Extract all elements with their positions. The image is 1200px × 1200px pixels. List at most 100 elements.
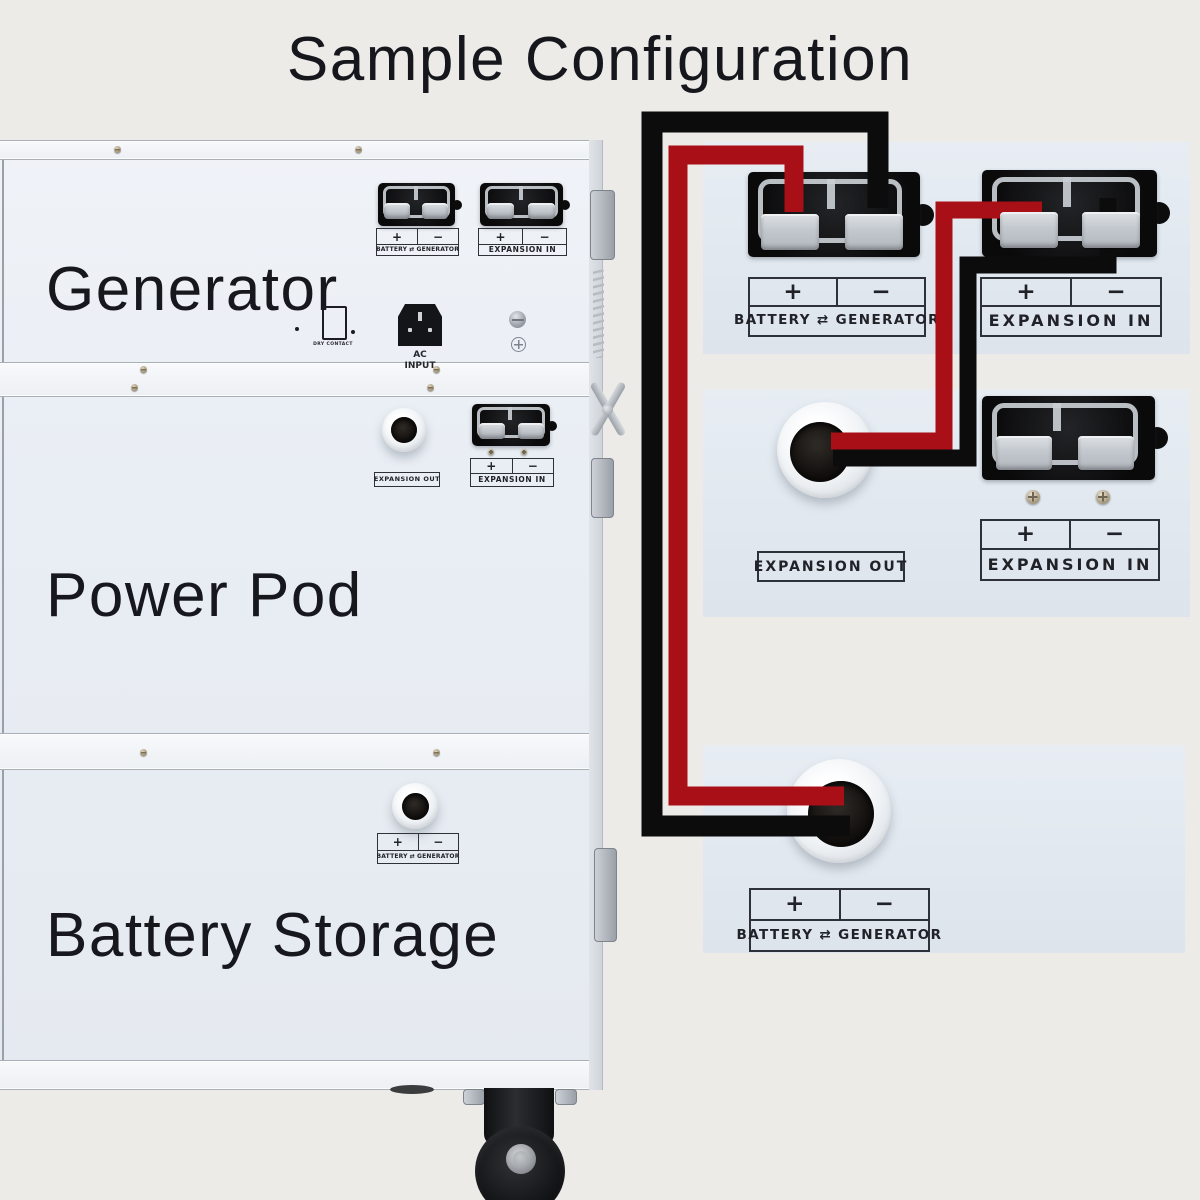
panel3-battery-generator-label: + − BATTERY⇄GENERATOR — [737, 888, 941, 952]
caster-bolt — [555, 1089, 577, 1105]
generator-expansion-in-label: + − EXPANSION IN — [478, 228, 567, 256]
plus-symbol: + — [1016, 278, 1036, 305]
plus-symbol: + — [785, 891, 805, 917]
panel-expansion-in-label: + − EXPANSION IN — [980, 277, 1162, 337]
plus-symbol: + — [1015, 521, 1036, 547]
connector-divider — [508, 407, 512, 420]
generator-text: GENERATOR — [416, 246, 460, 253]
red-battery-cable — [668, 145, 844, 806]
minus-symbol: − — [522, 229, 566, 244]
minus-symbol: − — [1069, 521, 1158, 548]
generator-powerpod-seam — [0, 362, 589, 397]
panel2-expansion-in-label: + − EXPANSION IN — [980, 519, 1160, 581]
screw-icon — [114, 146, 121, 153]
connector-tab — [1000, 212, 1058, 248]
plus-symbol: + — [495, 229, 506, 244]
panel-expansion-out-label: EXPANSION OUT — [753, 551, 909, 582]
caster-hub-center — [513, 1151, 529, 1167]
connector-tab — [528, 203, 555, 219]
connector-tab — [518, 423, 544, 439]
connector-divider — [414, 186, 418, 200]
port-hole — [391, 417, 417, 443]
minus-symbol: − — [838, 890, 929, 919]
battery-text: BATTERY — [734, 312, 811, 329]
connector-nub — [452, 200, 462, 210]
battery-text: BATTERY — [376, 853, 408, 860]
dry-contact-dot — [351, 330, 355, 334]
connector-tab — [422, 203, 448, 219]
panel-battery-generator-label: + − BATTERY⇄GENERATOR — [734, 277, 939, 337]
power-station-stack — [0, 140, 589, 1088]
expansion-in-text: EXPANSION IN — [478, 475, 546, 485]
minus-symbol: − — [511, 459, 554, 473]
connector-tab — [487, 203, 514, 219]
battery-storage-label: Battery Storage — [46, 901, 500, 970]
ground-screw — [509, 311, 526, 328]
zoom-panel-battery-port — [703, 745, 1185, 953]
screw-icon — [427, 384, 434, 391]
swap-arrows-icon: ⇄ — [409, 853, 415, 860]
screw-icon — [488, 449, 494, 455]
ac-pin — [428, 328, 432, 332]
expansion-in-text: EXPANSION IN — [488, 245, 557, 255]
connector-tab — [1082, 212, 1140, 248]
screw-icon — [131, 384, 138, 391]
powerpod-expansion-out-label: EXPANSION OUT — [374, 472, 440, 487]
connector-nub — [547, 421, 557, 431]
ground-symbol-icon — [511, 337, 526, 352]
connector-frame — [992, 403, 1138, 465]
screw-icon — [521, 449, 527, 455]
generator-label: Generator — [46, 255, 339, 324]
expansion-in-text: EXPANSION IN — [988, 311, 1154, 330]
minus-symbol: − — [836, 279, 924, 305]
connector-nub — [560, 200, 570, 210]
connector-tab — [845, 214, 903, 250]
screw-icon — [433, 366, 440, 373]
dry-contact-label: DRY CONTACT — [313, 342, 353, 347]
screw-icon — [1026, 490, 1040, 504]
generator-top-lid — [0, 140, 589, 160]
screw-icon — [1096, 490, 1110, 504]
powerpod-expansion-in-label: + − EXPANSION IN — [470, 458, 554, 487]
minus-symbol: − — [417, 834, 459, 850]
connector-tab — [761, 214, 819, 250]
dry-contact-dot — [295, 327, 299, 331]
generator-text: GENERATOR — [835, 312, 940, 329]
expansion-in-text: EXPANSION IN — [987, 554, 1153, 574]
power-pod-label: Power Pod — [46, 561, 363, 630]
expansion-out-text: EXPANSION OUT — [753, 558, 909, 575]
latch-hardware — [591, 458, 614, 518]
generator-text: GENERATOR — [416, 853, 460, 860]
ac-pin — [418, 312, 422, 321]
connector-tab — [479, 423, 505, 439]
latch-hardware — [594, 848, 617, 942]
page-title: Sample Configuration — [286, 25, 914, 94]
expansion-out-text: EXPANSION OUT — [373, 475, 441, 484]
connector-divider — [827, 179, 835, 209]
latch-hardware — [590, 190, 615, 260]
unit-left-edge — [2, 140, 4, 1088]
ac-pin — [408, 328, 412, 332]
minus-symbol: − — [1070, 279, 1160, 305]
generator-text: GENERATOR — [838, 926, 943, 943]
plus-symbol: + — [486, 459, 497, 473]
battery-text: BATTERY — [736, 926, 814, 943]
plus-symbol: + — [392, 835, 403, 849]
port-hole — [402, 793, 429, 820]
powerpod-battery-seam — [0, 733, 589, 770]
screw-icon — [140, 366, 147, 373]
swap-arrows-icon: ⇄ — [409, 246, 415, 253]
battery-text: BATTERY — [376, 246, 408, 253]
battery-bottom-lid — [0, 1060, 589, 1090]
generator-battery-port-label: + − BATTERY⇄GENERATOR — [376, 228, 459, 256]
ac-input-socket — [398, 304, 442, 346]
swap-arrows-icon: ⇄ — [816, 312, 830, 329]
connector-tab — [996, 436, 1052, 470]
plus-symbol: + — [391, 229, 403, 244]
ac-input-label: AC INPUT — [404, 350, 436, 371]
red-expansion-cable — [831, 201, 1042, 450]
screw-icon — [140, 749, 147, 756]
latch-x-handle — [580, 366, 636, 452]
